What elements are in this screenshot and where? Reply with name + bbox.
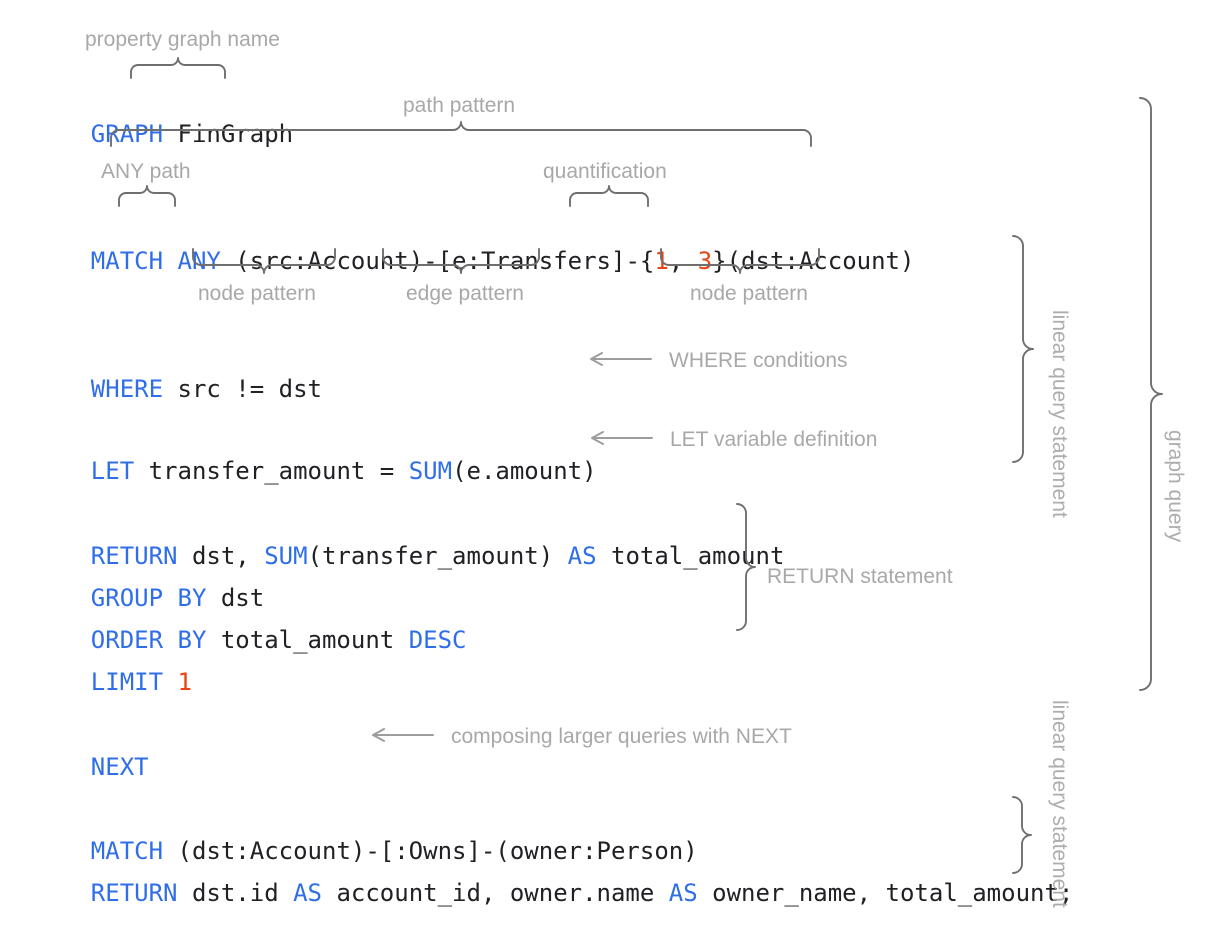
annotation-composing-with-next: composing larger queries with NEXT <box>451 725 792 748</box>
code-line-where: WHERE src != dst <box>33 344 322 434</box>
keyword-group-by: GROUP BY <box>90 584 207 612</box>
quantifier-separator: , <box>668 247 698 275</box>
keyword-limit: LIMIT <box>90 668 164 696</box>
annotation-where-conditions: WHERE conditions <box>669 349 848 372</box>
code-line-next: NEXT <box>33 722 149 812</box>
return-2-tail: owner_name, total_amount; <box>697 879 1074 907</box>
annotation-return-statement: RETURN statement <box>767 565 953 588</box>
alias-total-amount: total_amount <box>596 542 785 570</box>
annotation-property-graph-name: property graph name <box>85 28 280 51</box>
annotation-node-pattern-left: node pattern <box>198 282 316 305</box>
annotation-node-pattern-right: node pattern <box>690 282 808 305</box>
match-2-pattern: (dst:Account)-[:Owns]-(owner:Person) <box>163 837 698 865</box>
arrow-let-variable-definition <box>591 431 653 445</box>
keyword-order-by: ORDER BY <box>90 626 207 654</box>
space-2 <box>163 668 177 696</box>
graph-name-fingraph: FinGraph <box>163 120 294 148</box>
code-line-order-by: ORDER BY total_amount DESC <box>33 595 467 685</box>
code-line-limit: LIMIT 1 <box>33 637 192 727</box>
let-sum-argument: (e.amount) <box>452 457 597 485</box>
quantifier-upper-bound: 3 <box>697 247 713 275</box>
annotation-graph-query: graph query <box>1164 430 1187 543</box>
quantifier-lower-bound: 1 <box>654 247 669 275</box>
annotation-edge-pattern: edge pattern <box>406 282 524 305</box>
function-sum-2: SUM <box>264 542 308 570</box>
annotation-linear-query-statement-2: linear query statement <box>1048 700 1071 908</box>
annotation-quantification: quantification <box>543 160 667 183</box>
code-line-return-2: RETURN dst.id AS account_id, owner.name … <box>33 848 1074 938</box>
where-expression: src != dst <box>163 375 322 403</box>
return-2-first-item: dst.id <box>177 879 294 907</box>
function-sum: SUM <box>408 457 453 485</box>
space-1 <box>163 247 177 275</box>
code-line-match-2: MATCH (dst:Account)-[:Owns]-(owner:Perso… <box>33 806 698 896</box>
annotation-let-variable-definition: LET variable definition <box>670 428 878 451</box>
brace-property-graph-name <box>130 57 226 79</box>
return-sum-argument: (transfer_amount) <box>307 542 568 570</box>
keyword-as-2: AS <box>293 879 322 907</box>
let-variable: transfer_amount = <box>134 457 409 485</box>
code-line-let: LET transfer_amount = SUM(e.amount) <box>33 426 597 516</box>
annotation-linear-query-statement-1: linear query statement <box>1048 310 1071 518</box>
keyword-graph: GRAPH <box>90 120 164 148</box>
keyword-let: LET <box>90 457 135 485</box>
return-2-second-item: account_id, owner.name <box>322 879 669 907</box>
keyword-match-2: MATCH <box>90 837 164 865</box>
keyword-return: RETURN <box>90 542 178 570</box>
keyword-any: ANY <box>177 247 221 275</box>
annotation-any-path: ANY path <box>101 160 191 183</box>
brace-graph-query <box>1139 97 1163 691</box>
return-first-item: dst, <box>177 542 265 570</box>
keyword-where: WHERE <box>90 375 164 403</box>
keyword-next: NEXT <box>90 753 149 781</box>
path-pattern-head: (src:Account)-[e:Transfers]-{ <box>220 247 655 275</box>
order-by-key: total_amount <box>206 626 409 654</box>
keyword-as: AS <box>567 542 597 570</box>
annotation-path-pattern: path pattern <box>403 94 516 117</box>
keyword-as-3: AS <box>668 879 698 907</box>
limit-value: 1 <box>177 668 192 696</box>
keyword-match: MATCH <box>90 247 164 275</box>
keyword-return-2: RETURN <box>90 879 178 907</box>
keyword-desc: DESC <box>408 626 467 654</box>
brace-quantification <box>569 185 649 207</box>
arrow-composing-with-next <box>372 728 434 742</box>
code-line-group-by: GROUP BY dst <box>33 553 264 643</box>
brace-any-path <box>118 185 176 207</box>
arrow-where-conditions <box>590 352 652 366</box>
group-by-key: dst <box>206 584 265 612</box>
brace-linear-query-statement-1 <box>1012 235 1034 463</box>
path-pattern-tail: }(dst:Account) <box>712 247 915 275</box>
